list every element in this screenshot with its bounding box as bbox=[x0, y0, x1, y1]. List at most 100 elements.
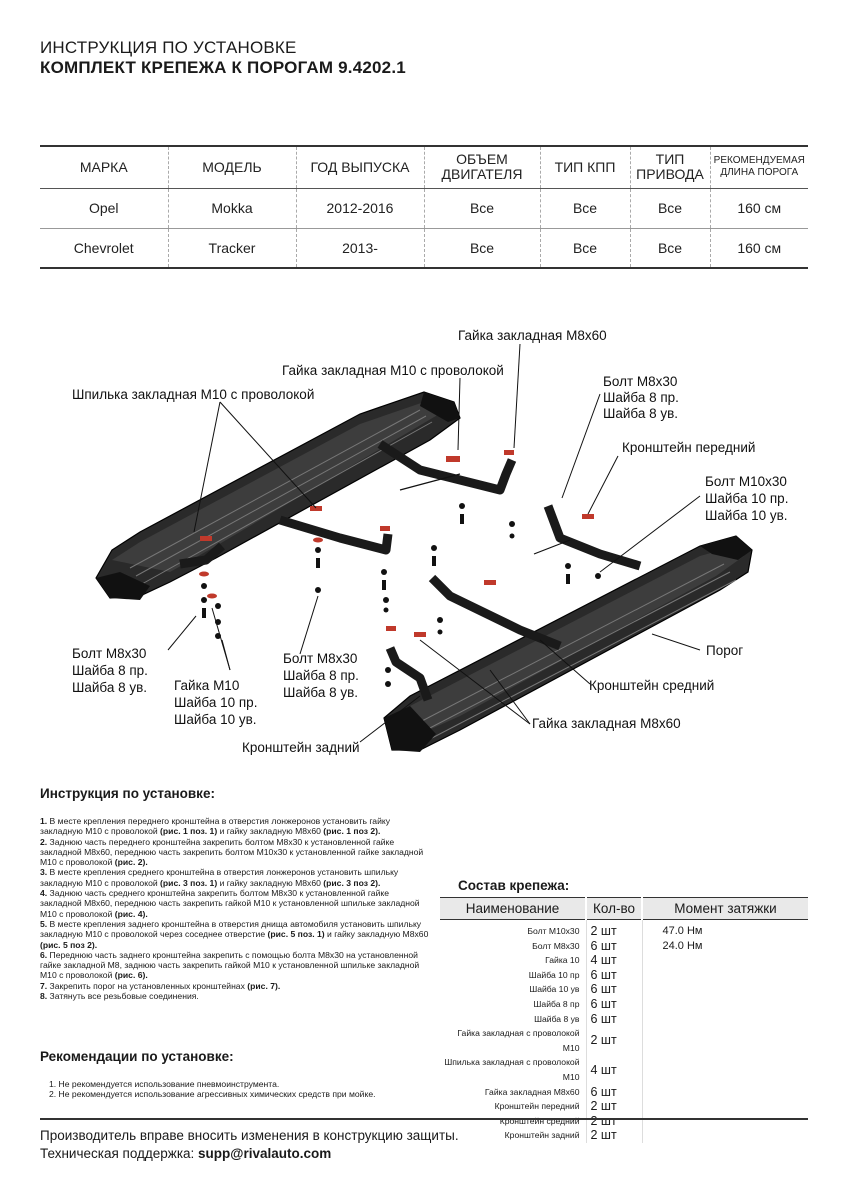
label-bracket-middle: Кронштейн средний bbox=[589, 678, 715, 693]
table-cell bbox=[641, 1099, 808, 1114]
table-cell bbox=[641, 1084, 808, 1100]
col-engine: ОБЪЕМ ДВИГАТЕЛЯ bbox=[423, 145, 540, 189]
fastener-washers-red bbox=[199, 537, 323, 599]
label-bolt-m8x30-center: Болт М8х30 bbox=[283, 651, 358, 666]
table-cell: 24.0 Нм bbox=[641, 938, 808, 954]
label-washer-10-flat-left: Шайба 10 пр. bbox=[174, 695, 258, 710]
label-washer-10-flat-right: Шайба 10 пр. bbox=[705, 491, 789, 506]
table-cell: Кронштейн задний bbox=[504, 1130, 580, 1141]
table-cell bbox=[641, 1011, 808, 1027]
instruction-step: 3. В месте крепления среднего кронштейна… bbox=[40, 867, 399, 888]
table-cell: 2012-2016 bbox=[295, 188, 424, 229]
table-cell: Гайка 10 bbox=[545, 955, 580, 966]
table-cell: 160 см bbox=[709, 228, 808, 269]
table-row: Гайка закладная М8х60 6 шт bbox=[440, 1084, 808, 1100]
sill-left-shape bbox=[95, 391, 461, 600]
instruction-step: 7. Закрепить порог на установленных крон… bbox=[40, 980, 281, 991]
table-cell: 2 шт bbox=[585, 1128, 642, 1143]
label-weld-nut-m8x60-bottom: Гайка закладная М8х60 bbox=[532, 716, 681, 731]
table-cell: 2 шт bbox=[585, 1026, 642, 1056]
instruction-step: 8. Затянуть все резьбовые соединения. bbox=[40, 991, 199, 1002]
table-row: Opel Mokka 2012-2016 Все Все Все 160 см bbox=[40, 188, 808, 229]
bracket-mid-right-shape bbox=[428, 574, 562, 651]
bracket-rear-left-shape bbox=[179, 536, 225, 569]
recommendations-heading: Рекомендации по установке: bbox=[40, 1049, 234, 1064]
parts-table: Наименование Кол-во Момент затяжки Болт … bbox=[440, 897, 808, 1143]
label-bracket-rear: Кронштейн задний bbox=[242, 740, 360, 755]
table-cell bbox=[641, 1128, 808, 1143]
bracket-front-left-shape bbox=[377, 440, 517, 495]
table-cell: 6 шт bbox=[585, 967, 642, 983]
table-cell: Шпилька закладная с проволокой М10 bbox=[444, 1057, 580, 1082]
col-drive: ТИП ПРИВОДА bbox=[629, 145, 710, 189]
table-cell: Все bbox=[423, 228, 540, 269]
instruction-step: 4. Заднюю часть среднего кронштейна закр… bbox=[40, 888, 420, 919]
table-cell: Mokka bbox=[167, 188, 296, 229]
instruction-step: 1. В месте крепления переднего кронштейн… bbox=[40, 816, 391, 837]
table-cell: Opel bbox=[40, 188, 168, 229]
table-cell: Tracker bbox=[167, 228, 296, 269]
table-cell: 4 шт bbox=[585, 1055, 642, 1085]
label-stud-m10-wire: Шпилька закладная М10 с проволокой bbox=[72, 387, 315, 402]
instructions-heading: Инструкция по установке: bbox=[40, 786, 215, 801]
instruction-step: 6. Переднюю часть заднего кронштейна зак… bbox=[40, 949, 420, 981]
bracket-front-right-shape bbox=[543, 504, 642, 571]
table-cell: Chevrolet bbox=[40, 228, 168, 269]
label-nut-m10: Гайка М10 bbox=[174, 678, 240, 693]
label-washer-8-flat-left: Шайба 8 пр. bbox=[72, 663, 148, 678]
table-cell: 6 шт bbox=[585, 1011, 642, 1027]
table-cell: Все bbox=[629, 188, 710, 229]
footer-divider bbox=[40, 1118, 808, 1120]
table-cell: Шайба 8 ув bbox=[534, 1013, 580, 1024]
table-cell: 160 см bbox=[709, 188, 808, 229]
recommendations-list: 1. Не рекомендуется использование пневмо… bbox=[40, 1079, 402, 1100]
table-row: Шайба 8 ув 6 шт bbox=[440, 1011, 808, 1027]
sill-right-shape bbox=[383, 535, 753, 752]
col-year: ГОД ВЫПУСКА bbox=[295, 145, 424, 189]
exploded-diagram: Гайка закладная М8х60 Гайка закладная М1… bbox=[0, 310, 848, 780]
document-subtitle: КОМПЛЕКТ КРЕПЕЖА К ПОРОГАМ 9.4202.1 bbox=[40, 58, 406, 77]
label-washer-8-wide-center: Шайба 8 ув. bbox=[283, 685, 359, 700]
table-cell: Все bbox=[539, 228, 630, 269]
table-row: Кронштейн задний 2 шт bbox=[440, 1128, 808, 1143]
table-cell bbox=[641, 1113, 808, 1129]
bracket-rear-right-shape bbox=[385, 626, 433, 702]
label-washer-8-wide-front: Шайба 8 ув. bbox=[603, 406, 679, 421]
col-name: Наименование bbox=[440, 897, 586, 920]
instructions-list: 1. В месте крепления переднего кронштейн… bbox=[40, 816, 432, 1001]
table-cell bbox=[641, 996, 808, 1012]
table-cell: 47.0 Нм bbox=[641, 919, 808, 939]
table-cell: Все bbox=[629, 228, 710, 269]
table-cell: Гайка закладная с проволокой М10 bbox=[457, 1028, 580, 1053]
label-bolt-m8x30-left: Болт М8х30 bbox=[72, 646, 147, 661]
table-cell bbox=[641, 982, 808, 997]
table-cell: 6 шт bbox=[585, 1084, 642, 1100]
table-cell: Все bbox=[423, 188, 540, 229]
support-email: supp@rivalauto.com bbox=[198, 1146, 332, 1161]
table-cell: Гайка закладная М8х60 bbox=[484, 1086, 580, 1097]
table-cell: 2 шт bbox=[585, 1099, 642, 1114]
col-qty: Кол-во bbox=[585, 897, 642, 920]
table-row: Шайба 10 пр 6 шт bbox=[440, 967, 808, 983]
table-cell: 2013- bbox=[295, 228, 424, 269]
table-cell: Шайба 10 пр bbox=[528, 969, 580, 980]
footer-support: Техническая поддержка: supp@rivalauto.co… bbox=[40, 1146, 332, 1161]
label-weld-nut-m8x60-top: Гайка закладная М8х60 bbox=[458, 328, 607, 343]
label-weld-nut-m10-wire: Гайка закладная М10 с проволокой bbox=[282, 363, 504, 378]
label-washer-10-wide-right: Шайба 10 ув. bbox=[705, 508, 788, 523]
col-model: МОДЕЛЬ bbox=[167, 145, 296, 189]
diagram-drawing bbox=[95, 343, 753, 752]
table-cell: Кронштейн средний bbox=[499, 1115, 580, 1126]
col-gearbox: ТИП КПП bbox=[539, 145, 630, 189]
table-cell bbox=[641, 953, 808, 968]
table-cell: 6 шт bbox=[585, 938, 642, 954]
table-cell: Шайба 10 ув bbox=[529, 984, 580, 995]
vehicle-table: МАРКА МОДЕЛЬ ГОД ВЫПУСКА ОБЪЕМ ДВИГАТЕЛЯ… bbox=[40, 145, 808, 269]
